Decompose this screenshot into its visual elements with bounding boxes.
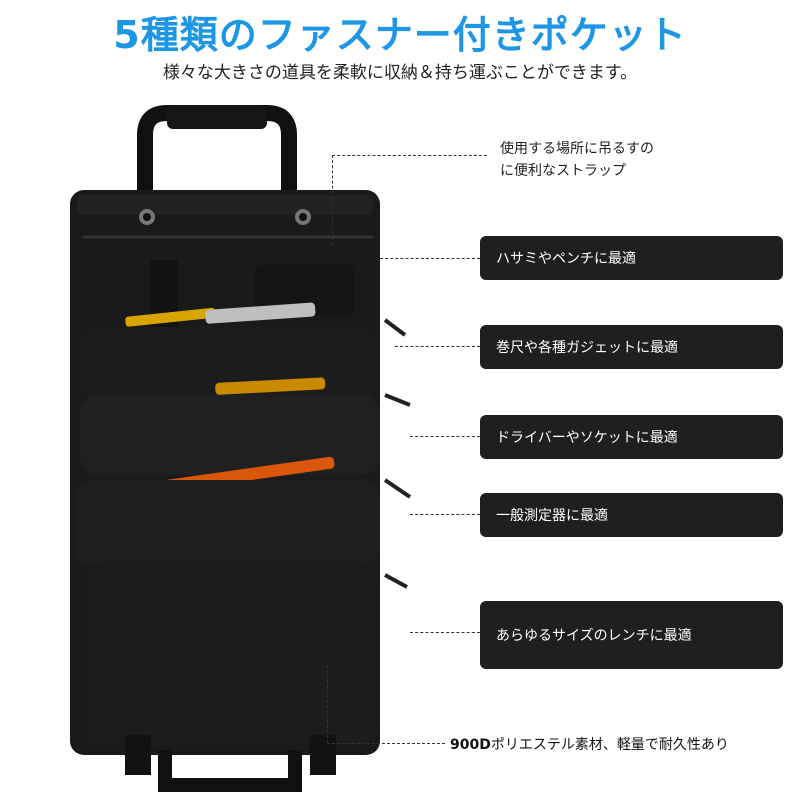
strap-note: 使用する場所に吊るすの に便利なストラップ <box>500 138 654 182</box>
strap-note-line1: 使用する場所に吊るすの <box>500 141 654 157</box>
strap-leader-vertical <box>332 155 333 245</box>
callout-pocket-1: ハサミやペンチに最適 <box>480 236 783 280</box>
callout-pocket-2-text: 巻尺や各種ガジェットに最適 <box>496 340 678 356</box>
callout-pocket-4: 一般測定器に最適 <box>480 493 783 537</box>
page-subtitle: 様々な大きさの道具を柔軟に収納＆持ち運ぶことができます。 <box>162 63 638 83</box>
material-leader-vertical <box>327 665 328 743</box>
page-title: 5種類のファスナー付きポケット <box>113 13 687 57</box>
callout-pocket-2: 巻尺や各種ガジェットに最適 <box>480 325 783 369</box>
callout-pocket-3-text: ドライバーやソケットに最適 <box>496 430 678 446</box>
callout-pocket-4-text: 一般測定器に最適 <box>496 508 608 524</box>
material-note: 900Dポリエステル素材、軽量で耐久性あり <box>450 734 729 754</box>
pocket2-leader <box>395 346 480 347</box>
pocket5-leader <box>410 632 480 633</box>
pocket1-leader <box>380 258 480 259</box>
callout-pocket-1-text: ハサミやペンチに最適 <box>496 251 636 267</box>
pocket3-leader <box>410 436 480 437</box>
material-note-bold: 900D <box>450 737 491 753</box>
material-note-text: ポリエステル素材、軽量で耐久性あり <box>490 737 729 753</box>
strap-leader <box>332 155 487 156</box>
callout-pocket-3: ドライバーやソケットに最適 <box>480 415 783 459</box>
pocket4-leader <box>410 514 480 515</box>
material-leader <box>327 743 445 744</box>
callout-pocket-5: あらゆるサイズのレンチに最適 <box>480 601 783 669</box>
callout-pocket-5-text: あらゆるサイズのレンチに最適 <box>496 628 692 644</box>
strap-note-line2: に便利なストラップ <box>500 163 626 179</box>
tool-roll-bag-image <box>70 105 412 792</box>
